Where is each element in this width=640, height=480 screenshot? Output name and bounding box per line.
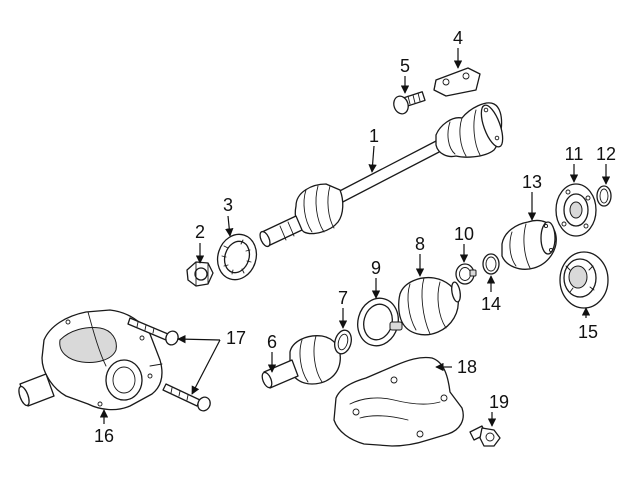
bearing[interactable]	[559, 251, 609, 309]
differential-housing[interactable]	[17, 309, 163, 411]
callout-17: 17	[226, 328, 246, 348]
leader-1	[368, 145, 377, 173]
callout-8: 8	[415, 234, 425, 254]
tone-ring[interactable]	[212, 229, 262, 284]
callout-11: 11	[565, 144, 584, 164]
axle-nut[interactable]	[186, 261, 214, 287]
clamp[interactable]	[482, 253, 500, 275]
callout-1: 1	[369, 126, 379, 146]
leader-lines	[99, 48, 611, 427]
callout-18: 18	[457, 357, 477, 377]
flange-joint[interactable]	[555, 183, 597, 237]
callout-12: 12	[596, 144, 616, 164]
shield-bolt[interactable]	[469, 425, 501, 447]
callout-labels: 1 2 3 4 5 6 7 8 9 10 11 12 13 14 15 16 1…	[94, 28, 616, 446]
boot-clamp-small[interactable]	[455, 263, 477, 285]
axle-shaft[interactable]	[258, 102, 507, 248]
callout-13: 13	[522, 172, 542, 192]
bracket-bolt[interactable]	[392, 91, 426, 116]
callout-5: 5	[400, 56, 410, 76]
callout-19: 19	[489, 392, 509, 412]
boot-clamp-large[interactable]	[352, 294, 403, 351]
callout-14: 14	[481, 294, 501, 314]
mounting-bolt-lower[interactable]	[162, 383, 212, 413]
callout-15: 15	[578, 322, 598, 342]
callout-16: 16	[94, 426, 114, 446]
circlip[interactable]	[596, 185, 612, 207]
snap-ring[interactable]	[332, 328, 354, 355]
mounting-bolt-upper[interactable]	[127, 317, 180, 347]
inner-boot-housing[interactable]	[501, 219, 557, 270]
leader-17b	[191, 339, 221, 395]
callout-2: 2	[195, 222, 205, 242]
leader-17a	[177, 334, 221, 344]
callout-10: 10	[454, 224, 474, 244]
leader-3	[225, 215, 234, 237]
callout-9: 9	[371, 258, 381, 278]
cv-boot[interactable]	[398, 276, 462, 336]
callout-4: 4	[453, 28, 463, 48]
callout-6: 6	[267, 332, 277, 352]
callout-3: 3	[223, 195, 233, 215]
callout-7: 7	[338, 288, 348, 308]
heat-shield[interactable]	[333, 356, 464, 447]
cv-joint-stub[interactable]	[260, 335, 341, 389]
bracket[interactable]	[433, 67, 481, 97]
